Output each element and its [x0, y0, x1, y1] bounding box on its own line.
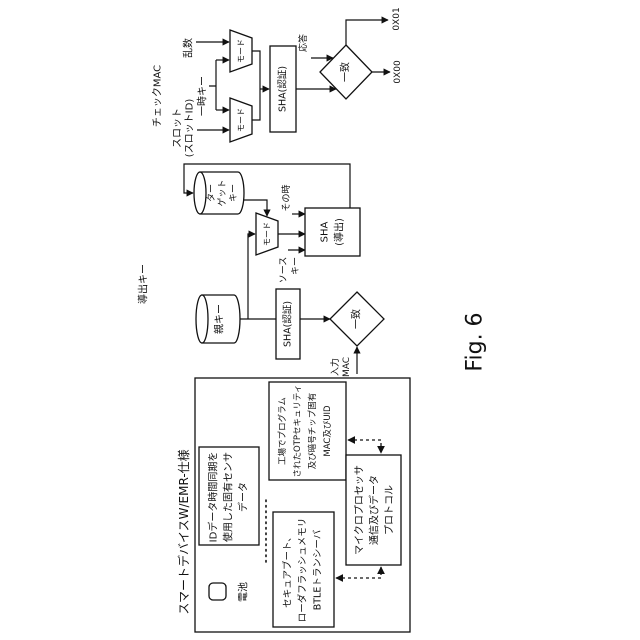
- match-true-label: 0X01: [392, 7, 402, 30]
- slot-line-2: (スロットID): [185, 99, 196, 158]
- otp-security-line-3: 及び暗号チップ固有: [307, 393, 318, 470]
- target-key-line-3: キー: [229, 184, 239, 202]
- target-key-line-2: ゲット: [216, 179, 228, 206]
- battery-icon: [209, 583, 226, 600]
- random-number-label: 乱数: [182, 38, 195, 58]
- parent-key-cylinder-cap: [196, 295, 208, 343]
- derived-key-title: 導出キー: [137, 264, 150, 304]
- input-mac-line-2: MAC: [342, 357, 352, 377]
- derive-mode-label: モード: [263, 222, 272, 246]
- microprocessor-line-2: 通信及びデータ: [368, 475, 381, 545]
- match-true-arrow: [346, 20, 388, 45]
- otp-security-line-2: されたOTPセキュリティ: [293, 385, 303, 478]
- parent-key-to-mode-line: [248, 234, 255, 319]
- otp-security-line-4: MAC及びUID: [323, 405, 333, 457]
- sensor-data-line-1: IDデータ時間同期を: [207, 452, 220, 543]
- check-mode-lower-label: モード: [237, 108, 246, 132]
- secure-boot-line-3: BTLEトランシーバ: [313, 529, 324, 610]
- match-false-label: 0X00: [393, 60, 403, 84]
- check-sha-auth-label: SHA(認証): [277, 66, 289, 112]
- sensor-data-line-3: データ: [237, 482, 250, 512]
- figure-label: Fig. 6: [463, 312, 488, 371]
- check-mode-upper-label: モード: [237, 39, 246, 63]
- sha-derive-box: [305, 208, 360, 256]
- derived-key-diagram: 導出キー 親キー SHA(認証) 一致 入力 MAC ター ゲット キー モード…: [137, 164, 385, 377]
- microprocessor-line-1: マイクロプロセッサ: [354, 465, 366, 555]
- check-match-label: 一致: [339, 62, 352, 82]
- microprocessor-line-3: プロトコル: [384, 485, 396, 535]
- check-mac-title: チェックMAC: [152, 65, 164, 127]
- then-label: その時: [281, 184, 292, 211]
- mode-merge-line: [252, 51, 260, 120]
- target-key-line-1: ター: [206, 184, 217, 202]
- otp-security-line-1: 工場でプログラム: [277, 397, 288, 465]
- input-mac-line-1: 入力: [329, 358, 341, 376]
- sha-derive-line-1: SHA: [320, 221, 331, 242]
- source-key-line-1: ソース: [279, 257, 289, 284]
- sha-derive-line-2: (導出): [333, 218, 346, 246]
- secure-boot-line-1: セキュアブート、: [282, 532, 294, 608]
- target-key-cylinder-cap: [194, 172, 206, 214]
- battery-label: 電池: [237, 582, 250, 602]
- source-key-line-2: キー: [291, 257, 301, 275]
- temp-key-input-bus: [209, 60, 216, 110]
- derive-sha-auth-label: SHA(認証): [282, 301, 294, 347]
- parent-key-label: 親キー: [213, 304, 226, 334]
- slot-line-1: スロット: [173, 108, 184, 148]
- temp-key-input-label: 一時キー: [197, 76, 209, 116]
- sensor-data-line-2: 使用した固有センサ: [222, 452, 235, 542]
- check-mac-diagram: チェックMAC 乱数 モード モード 一時キー スロット (スロットID) SH…: [152, 7, 404, 157]
- derive-match-label: 一致: [350, 309, 363, 329]
- device-title: スマートデバイスW/EMR-仕様: [176, 449, 191, 614]
- response-label: 応答: [297, 34, 309, 52]
- smart-device-block: スマートデバイスW/EMR-仕様 電池 IDデータ時間同期を 使用した固有センサ…: [176, 378, 410, 632]
- secure-boot-line-2: ローダフラッシュメモリ: [297, 518, 309, 623]
